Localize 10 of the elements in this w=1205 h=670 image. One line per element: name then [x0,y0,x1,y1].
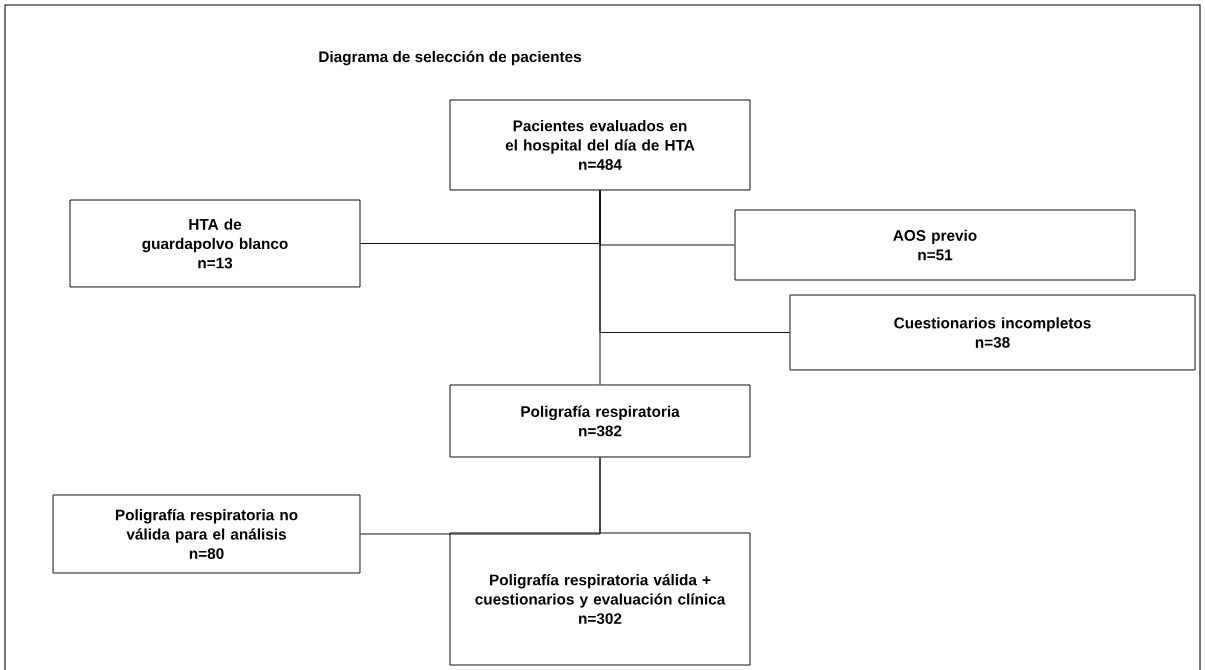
flow-box: AOS previo n=51 [734,209,1136,281]
flow-box: Poligrafía respiratoria válida + cuestionarios y evaluación clínica n=302 [449,532,751,666]
connector-line [360,457,601,535]
title: Diagrama de selección de pacientes [319,50,582,66]
flow-box: Cuestionarios incompletos n=38 [789,294,1196,371]
flow-box: Poligrafía respiratoria n=382 [449,384,751,458]
flow-box: Pacientes evaluados en el hospital del día de HTA n=484 [449,99,751,191]
connector-line [599,190,790,333]
flow-box: HTA de guardapolvo blanco n=13 [69,199,361,288]
flow-box: Poligrafía respiratoria no válida para el análisis n=80 [52,494,361,574]
